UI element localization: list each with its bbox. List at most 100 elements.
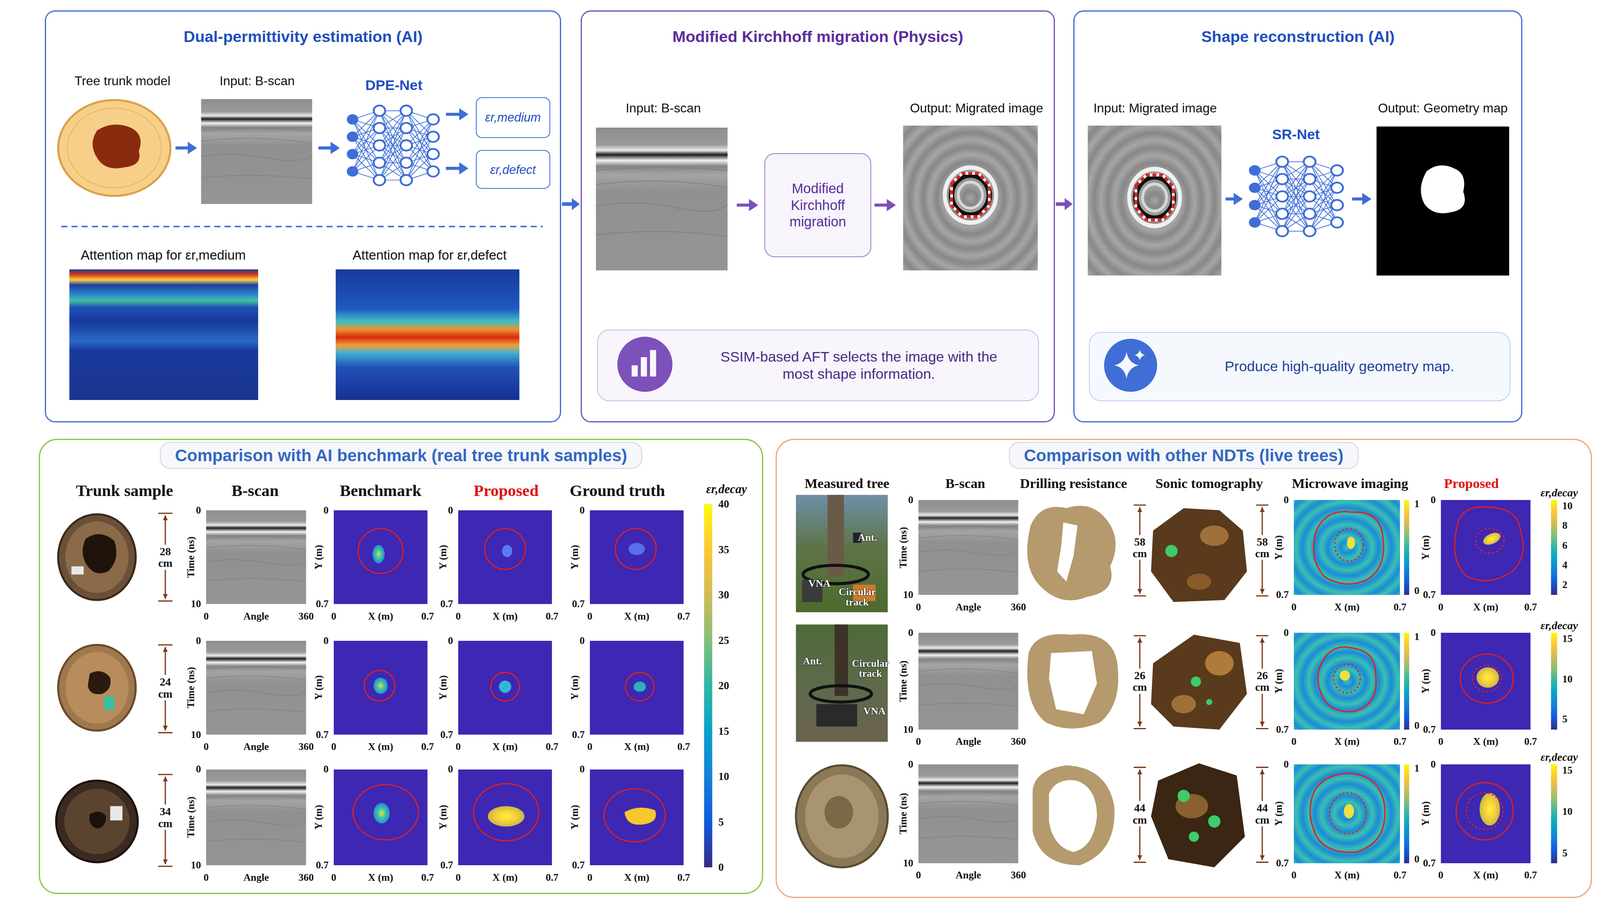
label: 5: [1562, 847, 1568, 860]
label: εr,decay: [706, 483, 748, 498]
label: 0: [455, 610, 461, 623]
label: 0: [908, 758, 914, 771]
label: Sonic tomography: [1155, 475, 1264, 492]
flow-arrow: [736, 203, 750, 207]
label: Y (m): [568, 675, 581, 701]
microwave-image: [1334, 528, 1364, 562]
box-text: Modified Kirchhoff migration: [771, 180, 865, 231]
note-box: Produce high-quality geometry map.: [1088, 332, 1511, 402]
label: 0.7: [421, 610, 434, 623]
label: Circular track: [852, 658, 890, 679]
trunk-photo: [65, 521, 129, 594]
b-scan-image: [595, 127, 728, 271]
flow-arrow: [445, 112, 461, 117]
permittivity-map: [589, 641, 684, 736]
flow-arrow: [874, 203, 888, 207]
tree-photo: [816, 704, 858, 727]
flow-arrow: [187, 142, 197, 155]
permittivity-map: [333, 641, 428, 736]
permittivity-map: [373, 677, 388, 695]
permittivity-map: [1460, 654, 1514, 704]
permittivity-map: [589, 769, 684, 866]
b-scan-image: [200, 98, 313, 205]
sonic-tomogram: [1208, 815, 1221, 829]
label: Ant.: [858, 533, 877, 544]
sonic-tomogram: [1186, 573, 1212, 591]
colorbar: [1551, 500, 1558, 596]
stage-panel: Shape reconstruction (AI)Produce high-qu…: [1073, 10, 1523, 424]
label: 0: [1291, 869, 1297, 882]
tree-photo: [795, 495, 888, 868]
label: 0.7: [545, 741, 559, 753]
drilling-resistance-map: [1048, 780, 1097, 853]
label: VNA: [808, 578, 831, 590]
label: Y (m): [1272, 801, 1285, 827]
label: X (m): [368, 610, 394, 623]
drilling-resistance-map: [1027, 506, 1119, 867]
note-box: SSIM-based AFT selects the image with th…: [597, 329, 1039, 402]
label: Y (m): [1272, 535, 1285, 561]
label: 0.7: [315, 729, 329, 741]
b-scan-image: [918, 633, 1019, 730]
box-text: SSIM-based AFT selects the image with th…: [713, 348, 1005, 383]
label: 10: [190, 729, 201, 741]
permittivity-map: [1476, 667, 1499, 688]
microwave-image: [1347, 537, 1356, 550]
label: Y (m): [1272, 669, 1285, 694]
flow-arrow: [459, 108, 469, 121]
label: B-scan: [231, 481, 279, 501]
label: 58 cm: [1132, 535, 1148, 561]
label: Time (ns): [184, 667, 197, 710]
label: X (m): [492, 610, 518, 623]
migrated-image: [1087, 125, 1222, 276]
microwave-image: [1293, 764, 1400, 864]
label: Time (ns): [184, 797, 197, 839]
flow-arrow: [1362, 192, 1372, 206]
microwave-image: [1293, 633, 1400, 730]
sonic-tomogram: [1150, 508, 1248, 603]
label: Y (m): [1419, 801, 1432, 827]
label: X (m): [1334, 601, 1360, 614]
label: 0.7: [421, 741, 434, 753]
label: 360: [298, 610, 314, 623]
label: 0.7: [440, 729, 454, 741]
permittivity-map: [1454, 507, 1524, 581]
trunk-photo: [110, 806, 123, 821]
label: 0.7: [1275, 723, 1289, 736]
label: Time (ns): [897, 793, 909, 836]
label: Y (m): [437, 805, 449, 831]
permittivity-map: [628, 543, 646, 556]
label: 0.7: [1423, 723, 1436, 736]
label: 26 cm: [1254, 668, 1270, 694]
label: 58 cm: [1254, 535, 1270, 561]
b-scan-image: [200, 98, 728, 271]
permittivity-map: [633, 681, 646, 693]
label: 0: [330, 872, 337, 884]
label: X (m): [624, 872, 650, 884]
trunk-photo: [56, 514, 138, 863]
box-text: εr,defect: [490, 162, 536, 178]
tree-photo: [795, 624, 888, 742]
label: 6: [1562, 539, 1568, 552]
sonic-tomogram: [1150, 508, 1248, 868]
permittivity-map: [589, 510, 684, 605]
permittivity-map: [1472, 665, 1501, 692]
label: 360: [298, 872, 314, 884]
label: 360: [1010, 601, 1027, 614]
permittivity-map: [333, 769, 428, 866]
tree-trunk-model: [92, 124, 141, 169]
label: 0: [1438, 735, 1444, 748]
microwave-image: [1293, 500, 1400, 596]
trunk-photo: [89, 812, 107, 829]
label: 10: [903, 858, 914, 870]
permittivity-map: [458, 641, 553, 736]
microwave-image: [1293, 500, 1400, 864]
dashed-divider: [61, 225, 543, 228]
label: 0: [323, 763, 329, 776]
label: 0: [1283, 627, 1290, 639]
b-scan-image: [206, 510, 307, 605]
permittivity-map: [373, 803, 390, 825]
trunk-photo: [56, 781, 138, 863]
label: 0: [203, 741, 209, 753]
microwave-image: [1310, 773, 1386, 853]
